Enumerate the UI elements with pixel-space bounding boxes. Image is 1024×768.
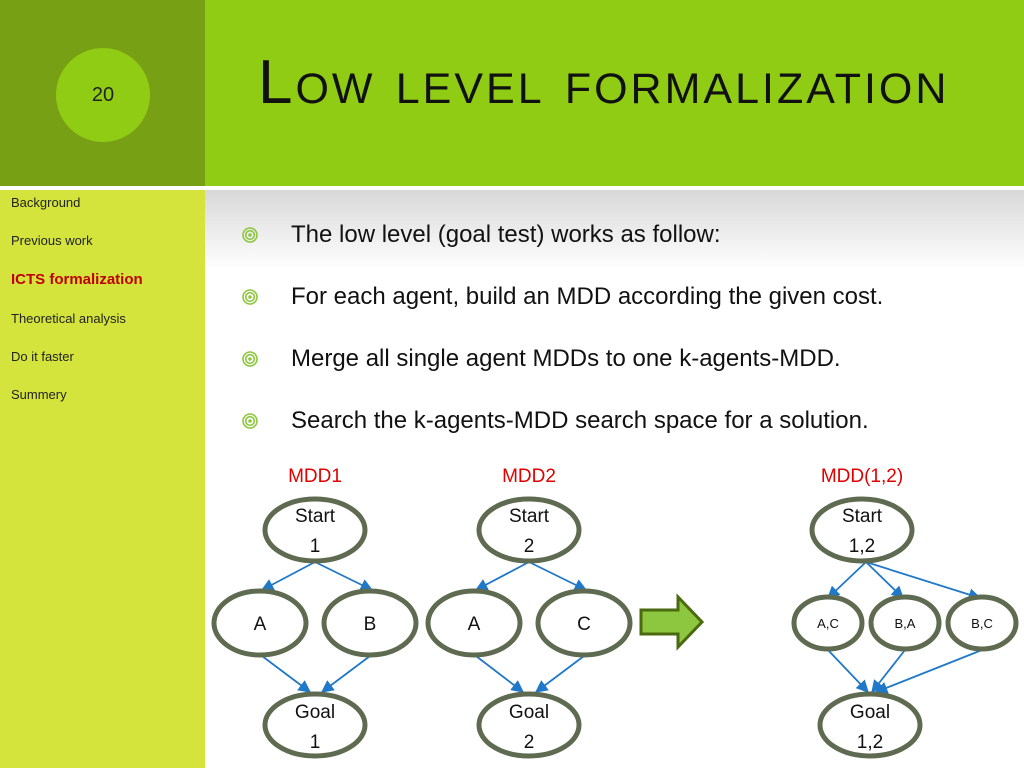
sidebar-nav: Background Previous work ICTS formalizat… — [11, 194, 201, 424]
node-label: Goal — [509, 702, 549, 723]
edge — [534, 655, 585, 693]
bullet-item: Search the k-agents-MDD search space for… — [240, 404, 1010, 466]
mdd2-edges — [474, 561, 588, 693]
node-label: Goal — [850, 702, 890, 723]
node-label: Start — [842, 506, 883, 527]
edge — [865, 561, 982, 601]
content-gradient-band — [205, 190, 1024, 270]
edge — [261, 655, 312, 693]
node-label: 2 — [524, 536, 535, 557]
edge — [827, 649, 869, 693]
node-label: B — [364, 614, 377, 635]
target-bullet-icon — [242, 413, 258, 429]
bullet-text: Search the k-agents-MDD search space for… — [291, 407, 869, 434]
slide-number: 20 — [91, 83, 115, 106]
sidebar-nav-panel — [0, 187, 205, 768]
mdd1-node-b: B — [321, 588, 419, 658]
bullet-list: The low level (goal test) works as follo… — [240, 218, 1010, 466]
merge-arrow-icon — [639, 593, 705, 651]
mdd1-edges — [260, 561, 374, 693]
node-label: B,A — [895, 616, 916, 631]
node-label: B,C — [971, 616, 993, 631]
node-label: C — [577, 614, 591, 635]
node-label: 2 — [524, 732, 535, 753]
node-label: Start — [295, 506, 336, 527]
bullet-text: The low level (goal test) works as follo… — [291, 221, 721, 248]
slide-number-badge: 20 — [56, 48, 150, 142]
bullet-item: Merge all single agent MDDs to one k-age… — [240, 342, 1010, 404]
node-label: 1 — [310, 536, 321, 557]
edge — [260, 561, 316, 591]
merged-node-ac: A,C — [791, 594, 865, 652]
edge — [528, 561, 588, 591]
nav-item-theoretical-analysis[interactable]: Theoretical analysis — [11, 311, 126, 326]
target-bullet-icon — [242, 351, 258, 367]
slide-title: Low level formalization — [258, 48, 950, 117]
node-label: 1,2 — [857, 732, 883, 753]
merged-node-ba: B,A — [868, 594, 942, 652]
merged-node-bc: B,C — [945, 594, 1019, 652]
merged-goal-node: Goal 1,2 — [817, 691, 923, 759]
edge — [474, 561, 530, 591]
edge — [827, 561, 867, 599]
edge — [874, 649, 983, 694]
mdd2-node-c: C — [535, 588, 633, 658]
nav-item-icts-formalization[interactable]: ICTS formalization — [11, 271, 143, 288]
mdd2-goal-node: Goal 2 — [476, 691, 582, 759]
merged-start-node: Start 1,2 — [809, 496, 915, 564]
node-label: Goal — [295, 702, 335, 723]
node-label: A,C — [817, 616, 839, 631]
edge — [865, 561, 904, 599]
nav-item-summery[interactable]: Summery — [11, 387, 67, 402]
merged-mdd-label: MDD(1,2) — [821, 466, 903, 487]
bullet-text: For each agent, build an MDD according t… — [291, 283, 884, 310]
header-divider — [0, 186, 1024, 190]
nav-item-previous-work[interactable]: Previous work — [11, 233, 93, 248]
mdd1-node-a: A — [211, 588, 309, 658]
bullet-item: The low level (goal test) works as follo… — [240, 218, 1010, 280]
mdd1-start-node: Start 1 — [262, 496, 368, 564]
bullet-item: For each agent, build an MDD according t… — [240, 280, 1010, 342]
mdd2-start-node: Start 2 — [476, 496, 582, 564]
mdd2-label: MDD2 — [502, 466, 556, 487]
title-bar — [205, 0, 1024, 187]
target-bullet-icon — [242, 227, 258, 243]
mdd2-node-a: A — [425, 588, 523, 658]
nav-item-background[interactable]: Background — [11, 195, 81, 210]
node-label: 1,2 — [849, 536, 875, 557]
merged-edges — [827, 561, 983, 694]
edge — [320, 655, 371, 693]
bullet-text: Merge all single agent MDDs to one k-age… — [291, 345, 841, 372]
node-label: Start — [509, 506, 550, 527]
target-bullet-icon — [242, 289, 258, 305]
node-label: A — [254, 614, 267, 635]
node-label: A — [468, 614, 481, 635]
mdd-diagram: MDD1 MDD2 MDD(1,2) Start 1 A B Goal 1 St… — [211, 466, 1019, 759]
mdd1-goal-node: Goal 1 — [262, 691, 368, 759]
node-label: 1 — [310, 732, 321, 753]
edge — [314, 561, 374, 591]
edge — [475, 655, 525, 693]
edge — [871, 649, 906, 693]
nav-item-do-it-faster[interactable]: Do it faster — [11, 349, 74, 364]
mdd1-label: MDD1 — [288, 466, 342, 487]
